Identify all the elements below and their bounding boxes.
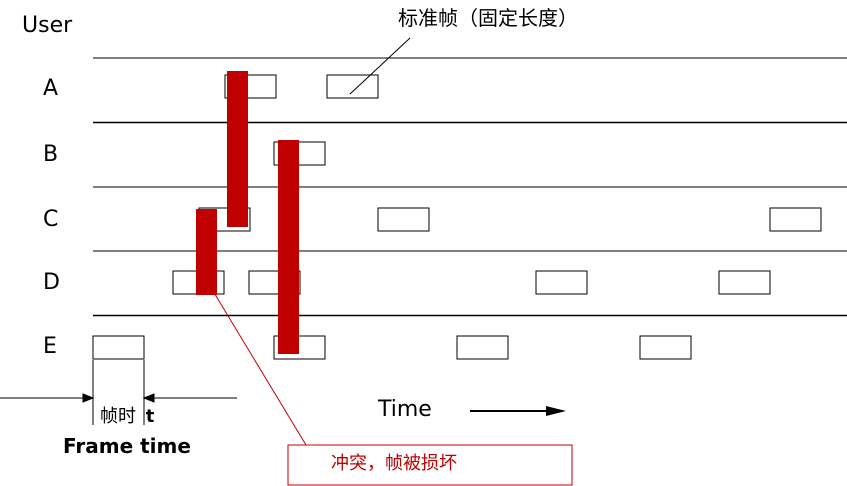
frame-c	[769, 207, 822, 232]
user-label-e: E	[43, 334, 57, 359]
frame-a	[326, 74, 379, 99]
collision-leader	[212, 290, 307, 446]
frame-time-bracket	[0, 360, 237, 425]
frame-e	[639, 335, 692, 360]
frame-d	[535, 270, 588, 295]
user-label-b: B	[43, 142, 59, 167]
user-axis-label: User	[22, 13, 73, 38]
frame-e	[92, 335, 145, 360]
standard-frame-label: 标准帧（固定长度）	[398, 6, 578, 30]
user-label-d: D	[43, 270, 60, 295]
frame-time-symbol: t	[145, 406, 155, 427]
frame-e	[456, 335, 509, 360]
time-axis-label: Time	[378, 397, 432, 422]
collision-bars	[196, 71, 299, 354]
frame-c	[377, 207, 430, 232]
collision-label: 冲突，帧被损坏	[331, 453, 457, 474]
frame-time-cn: 帧时	[100, 406, 136, 427]
collision-bar	[278, 140, 299, 354]
user-label-c: C	[43, 207, 59, 232]
standard-frame-leader	[349, 37, 411, 95]
collision-callout-box	[287, 444, 573, 486]
collision-bar	[227, 71, 248, 227]
row-dividers	[93, 57, 847, 317]
frame-time-cn-label: 帧时 t	[100, 408, 154, 426]
frame-time-en-label: Frame time	[63, 434, 191, 458]
collision-bar	[196, 209, 217, 295]
time-arrow	[470, 406, 566, 416]
user-label-a: A	[43, 76, 59, 101]
frame-d	[718, 270, 771, 295]
